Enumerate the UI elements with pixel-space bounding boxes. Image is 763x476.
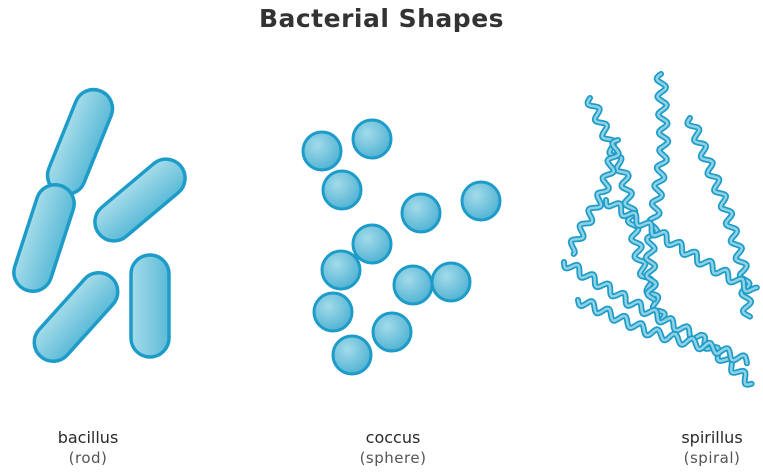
coccus-sphere-7 [322,251,360,289]
coccus-group [303,120,500,374]
coccus-label: coccus (sphere) [323,428,463,468]
coccus-sphere-10 [314,293,352,331]
coccus-sphere-4 [462,182,500,220]
coccus-sphere-12 [333,336,371,374]
coccus-sphere-2 [353,120,391,158]
coccus-name: coccus [323,428,463,448]
bacillus-rod-3 [87,151,193,248]
bacillus-group [9,84,193,369]
bacillus-name: bacillus [18,428,158,448]
spirillus-label: spirillus (spiral) [642,428,763,468]
spirillus-spiral-outline-6 [564,262,752,385]
bacillus-label: bacillus (rod) [18,428,158,468]
coccus-sphere-1 [303,132,341,170]
spirillus-name: spirillus [642,428,763,448]
coccus-sphere-11 [373,313,411,351]
bacillus-rod-2 [9,180,79,296]
coccus-sphere-5 [402,194,440,232]
bacillus-rod-5 [131,255,169,357]
coccus-sphere-9 [432,263,470,301]
coccus-description: (sphere) [323,448,463,468]
coccus-sphere-8 [394,266,432,304]
coccus-sphere-6 [353,225,391,263]
coccus-sphere-3 [323,171,361,209]
spirillus-group [564,74,757,385]
spirillus-description: (spiral) [642,448,763,468]
bacillus-rod-1 [42,84,118,200]
bacillus-description: (rod) [18,448,158,468]
